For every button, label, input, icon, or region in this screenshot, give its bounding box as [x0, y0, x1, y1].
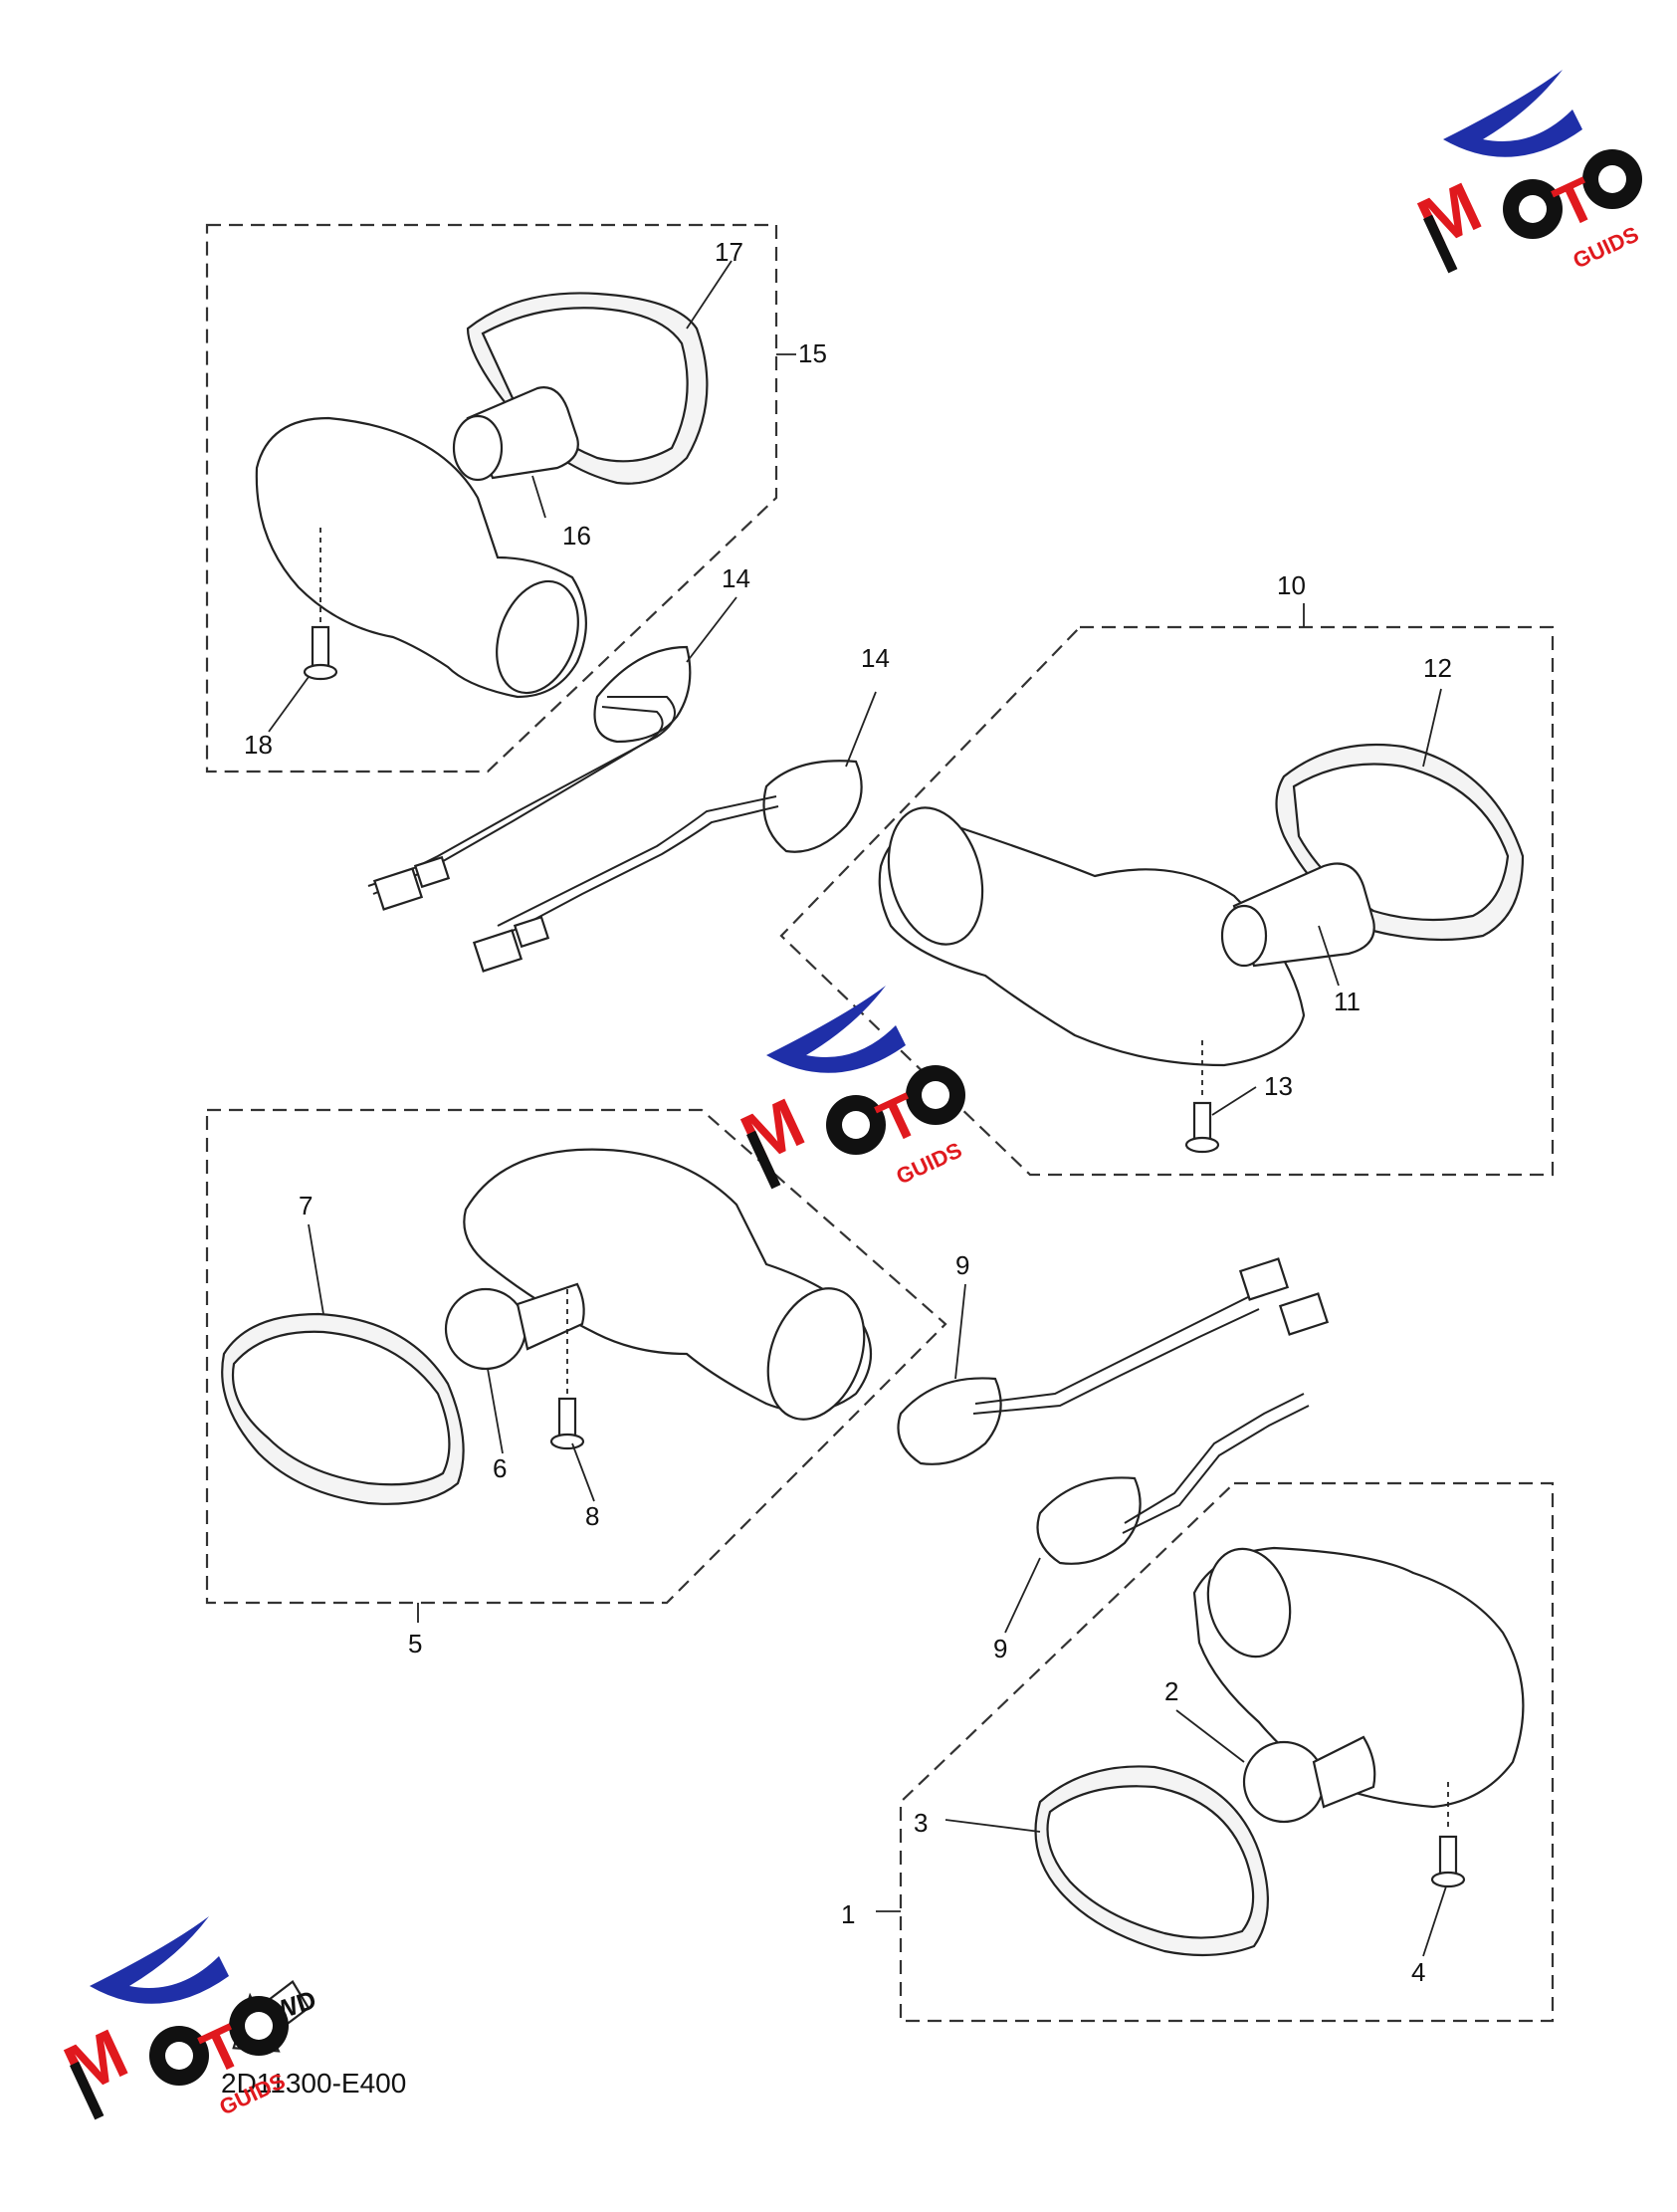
callout-9b: 9 [993, 1634, 1007, 1663]
callout-14a: 14 [722, 563, 750, 593]
callout-1: 1 [841, 1899, 855, 1929]
callout-4: 4 [1411, 1957, 1425, 1987]
svg-text:M: M [53, 2014, 138, 2108]
assembly-10-group [762, 603, 1555, 1177]
callout-16: 16 [562, 521, 591, 551]
assembly-5-group [205, 1108, 1002, 1623]
callout-3: 3 [914, 1808, 928, 1838]
drawing-code: 2D11300-E400 [221, 2068, 406, 2099]
callout-9a: 9 [955, 1250, 969, 1280]
watermark-logo-top-right: M T GUIDS [1406, 70, 1642, 274]
callout-2: 2 [1164, 1676, 1178, 1706]
callout-17: 17 [715, 237, 743, 267]
callout-13: 13 [1264, 1071, 1293, 1101]
callout-8: 8 [585, 1501, 599, 1531]
leader-lines [268, 260, 1447, 1957]
watermark-logo-center: M T GUIDS [730, 986, 965, 1190]
svg-text:M: M [1406, 167, 1492, 262]
callout-10: 10 [1277, 570, 1306, 600]
watermark-logo-bottom-left: M T GUIDS [53, 1916, 289, 2120]
svg-text:M: M [730, 1083, 815, 1178]
callout-5: 5 [408, 1629, 422, 1659]
callout-14b: 14 [861, 643, 890, 673]
callouts: 1 2 3 4 5 6 7 8 9 9 10 11 12 13 14 14 15… [244, 237, 1452, 1987]
assembly-1-group [876, 1476, 1555, 2023]
assembly-15-group [205, 223, 796, 774]
callout-7: 7 [299, 1191, 313, 1220]
callout-18: 18 [244, 730, 273, 760]
callout-11: 11 [1334, 987, 1361, 1016]
callout-12: 12 [1423, 653, 1452, 683]
callout-15: 15 [798, 338, 827, 368]
callout-6: 6 [493, 1453, 507, 1483]
